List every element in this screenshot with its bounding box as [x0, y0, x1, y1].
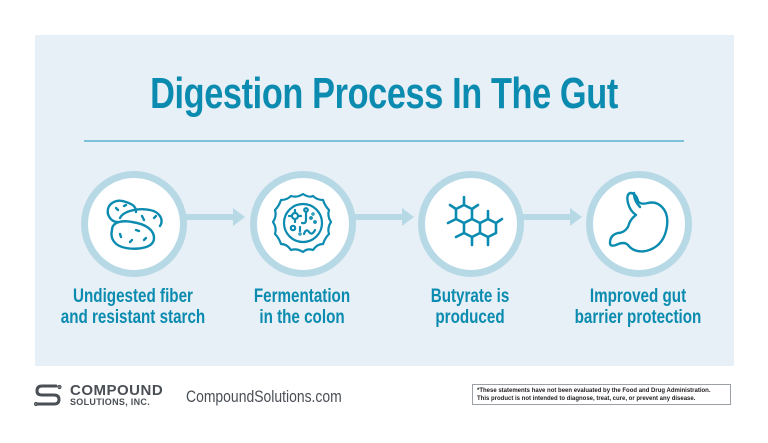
company-logo: COMPOUND SOLUTIONS, INC.: [34, 383, 163, 407]
step-4-circle: [586, 171, 692, 277]
logo-s-icon: [34, 383, 62, 407]
step-2-label: Fermentation in the colon: [253, 286, 351, 328]
arrow-1-to-2: [185, 208, 245, 226]
website-link[interactable]: CompoundSolutions.com: [186, 387, 342, 406]
step-3-label: Butyrate is produced: [430, 286, 510, 328]
fda-disclaimer: *These statements have not been evaluate…: [472, 384, 731, 405]
logo-name: COMPOUND: [70, 382, 164, 399]
step-1-circle: [81, 171, 187, 277]
step-2-circle: [250, 171, 356, 277]
page-title: Digestion Process In The Gut: [150, 69, 618, 118]
petri-dish-bacteria-icon: [269, 190, 337, 258]
arrow-3-to-4: [522, 208, 582, 226]
stomach-icon: [606, 189, 672, 259]
step-4-label: Improved gut barrier protection: [574, 286, 702, 328]
step-1-label: Undigested fiber and resistant starch: [60, 286, 206, 328]
arrow-2-to-3: [354, 208, 414, 226]
potato-icon: [102, 196, 166, 252]
molecule-icon: [438, 191, 504, 257]
logo-subtitle: SOLUTIONS, INC.: [70, 397, 151, 407]
title-divider: [84, 140, 684, 142]
step-3-circle: [418, 171, 524, 277]
